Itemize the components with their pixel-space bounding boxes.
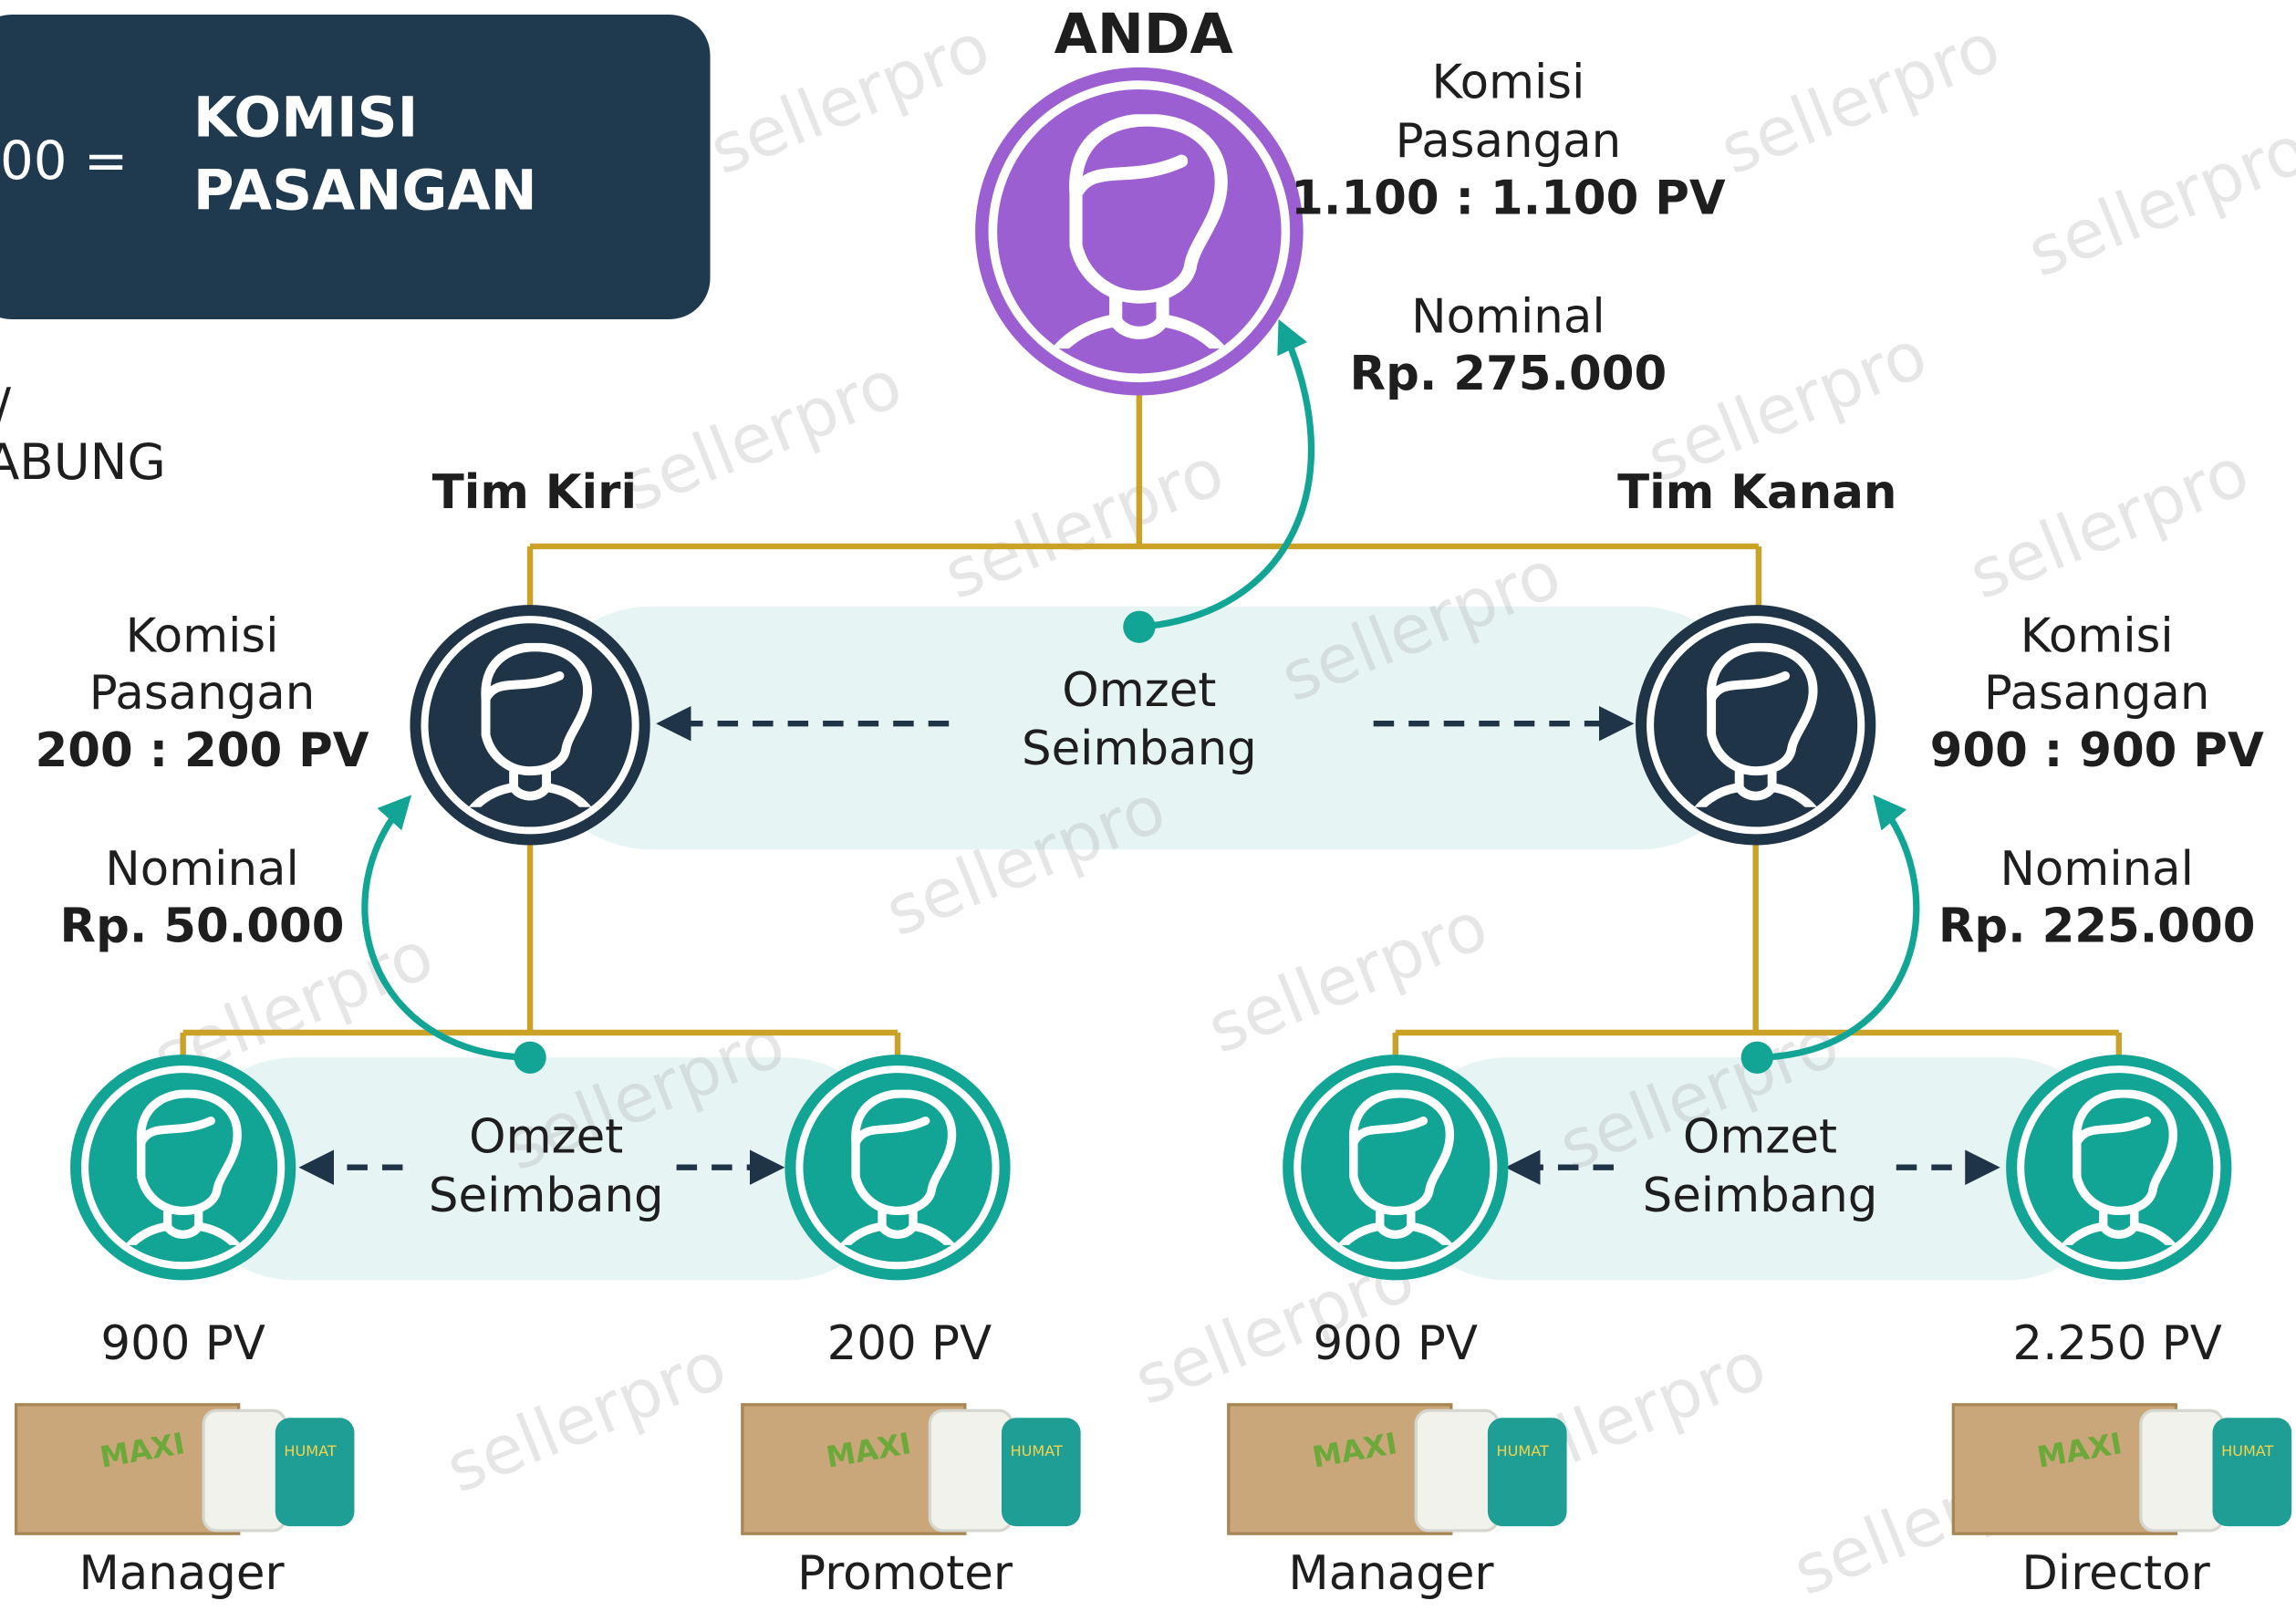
header-left-fragment: 00 = (0, 131, 129, 192)
product-pack: MAXI HUMAT (15, 1395, 355, 1535)
side-fragment-line2: ABUNG (0, 433, 166, 493)
avatar-member-1 (70, 1055, 296, 1281)
balance-arrows (298, 705, 2000, 1185)
avatar-member-4 (2006, 1055, 2232, 1281)
team-right-commission-line1: Komisi (2020, 608, 2174, 664)
member-3-rank: Manager (1288, 1544, 1494, 1601)
connector-lines (180, 392, 2122, 1061)
header-box (0, 15, 711, 320)
member-4-rank: Director (2021, 1544, 2210, 1601)
member-4-pv: 2.250 PV (2012, 1315, 2222, 1371)
avatar-team-left (410, 605, 650, 846)
member-1-rank: Manager (78, 1544, 285, 1601)
team-left-nominal-value: Rp. 50.000 (59, 898, 345, 954)
balance-band-top (530, 606, 1761, 850)
balance-left-line1: Omzet (469, 1108, 624, 1165)
avatar-team-right (1636, 605, 1876, 846)
member-2-pv: 200 PV (826, 1315, 992, 1371)
side-fragment-line1: / (0, 378, 11, 436)
avatar-member-3 (1283, 1055, 1509, 1281)
team-left-commission-value: 200 : 200 PV (35, 722, 369, 778)
top-commission-line2: Pasangan (1395, 112, 1622, 169)
avatar-top (975, 67, 1304, 396)
member-1-pv: 900 PV (100, 1315, 265, 1371)
team-left-title: Tim Kiri (431, 463, 638, 521)
member-2-rank: Promoter (797, 1544, 1013, 1601)
team-right-nominal-value: Rp. 225.000 (1938, 898, 2256, 954)
header-title-line2: PASANGAN (192, 158, 537, 223)
product-pack: MAXI HUMAT (741, 1395, 1081, 1535)
balance-top-line1: Omzet (1062, 661, 1217, 718)
team-right-title: Tim Kanan (1617, 463, 1897, 521)
top-nominal-value: Rp. 275.000 (1349, 345, 1667, 401)
product-pack: MAXI HUMAT (1951, 1395, 2292, 1535)
commission-arrows (361, 318, 1920, 1061)
balance-left-line2: Seimbang (428, 1167, 664, 1223)
team-right-nominal-label: Nominal (2000, 840, 2194, 897)
product-pack: MAXI HUMAT (1227, 1395, 1567, 1535)
balance-right-line2: Seimbang (1642, 1167, 1878, 1223)
team-left-commission-line1: Komisi (125, 608, 279, 664)
balance-right-line1: Omzet (1682, 1108, 1838, 1165)
member-3-pv: 900 PV (1313, 1315, 1479, 1371)
top-commission-value: 1.100 : 1.100 PV (1291, 170, 1726, 226)
team-right-commission-line2: Pasangan (1983, 664, 2210, 721)
top-nominal-label: Nominal (1411, 288, 1605, 345)
balance-top-line2: Seimbang (1021, 720, 1257, 777)
team-right-commission-value: 900 : 900 PV (1929, 722, 2264, 778)
team-left-commission-line2: Pasangan (88, 664, 316, 721)
top-commission-line1: Komisi (1431, 54, 1585, 110)
team-left-nominal-label: Nominal (105, 840, 299, 897)
avatar-member-2 (784, 1055, 1011, 1281)
header-title-line1: KOMISI (192, 85, 419, 150)
top-name: ANDA (1054, 1, 1233, 67)
